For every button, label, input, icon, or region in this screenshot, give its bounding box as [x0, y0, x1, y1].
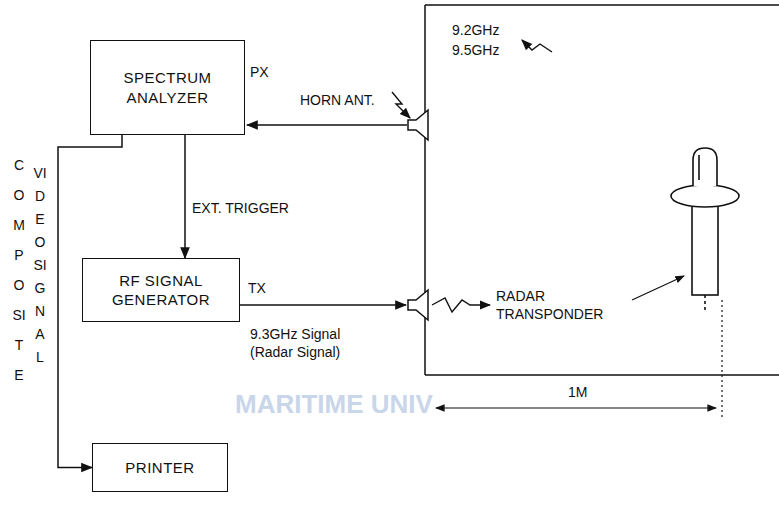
radar-transponder: [671, 148, 739, 312]
annotation: 9.2GHz: [452, 22, 499, 40]
generator-box: RF SIGNAL GENERATOR: [82, 258, 240, 322]
annotation: 1M: [568, 384, 587, 402]
signal-zigzag: [392, 92, 410, 118]
watermark: MARITIME UNIV: [235, 388, 433, 421]
box-label: SPECTRUM ANALYZER: [101, 68, 234, 107]
annotation: RADAR TRANSPONDER: [496, 288, 634, 323]
leader-line: [632, 276, 684, 300]
tx-line: [240, 304, 406, 306]
printer-box: PRINTER: [92, 443, 228, 492]
annotation: PX: [250, 64, 269, 82]
box-label: PRINTER: [125, 458, 194, 478]
annotation: HORN ANT.: [300, 92, 375, 110]
rx-line: [247, 124, 407, 126]
analyzer-box: SPECTRUM ANALYZER: [90, 40, 245, 135]
signal-name: VIDEO SIGNAL: [33, 162, 47, 369]
edge-label: EXT. TRIGGER: [192, 200, 289, 218]
signal-zigzag: [522, 40, 552, 52]
signal-zigzag: [432, 298, 490, 312]
annotation: 9.3GHz Signal: [250, 326, 340, 344]
signal-connector: [184, 135, 186, 258]
annotation: (Radar Signal): [250, 344, 340, 362]
signal-name: COMPOSITE: [12, 150, 26, 390]
horn-antenna: [408, 110, 428, 320]
test-chamber: [425, 5, 779, 375]
box-label: RF SIGNAL GENERATOR: [93, 271, 229, 310]
annotation: 9.5GHz: [452, 42, 499, 60]
annotation: TX: [248, 280, 266, 298]
